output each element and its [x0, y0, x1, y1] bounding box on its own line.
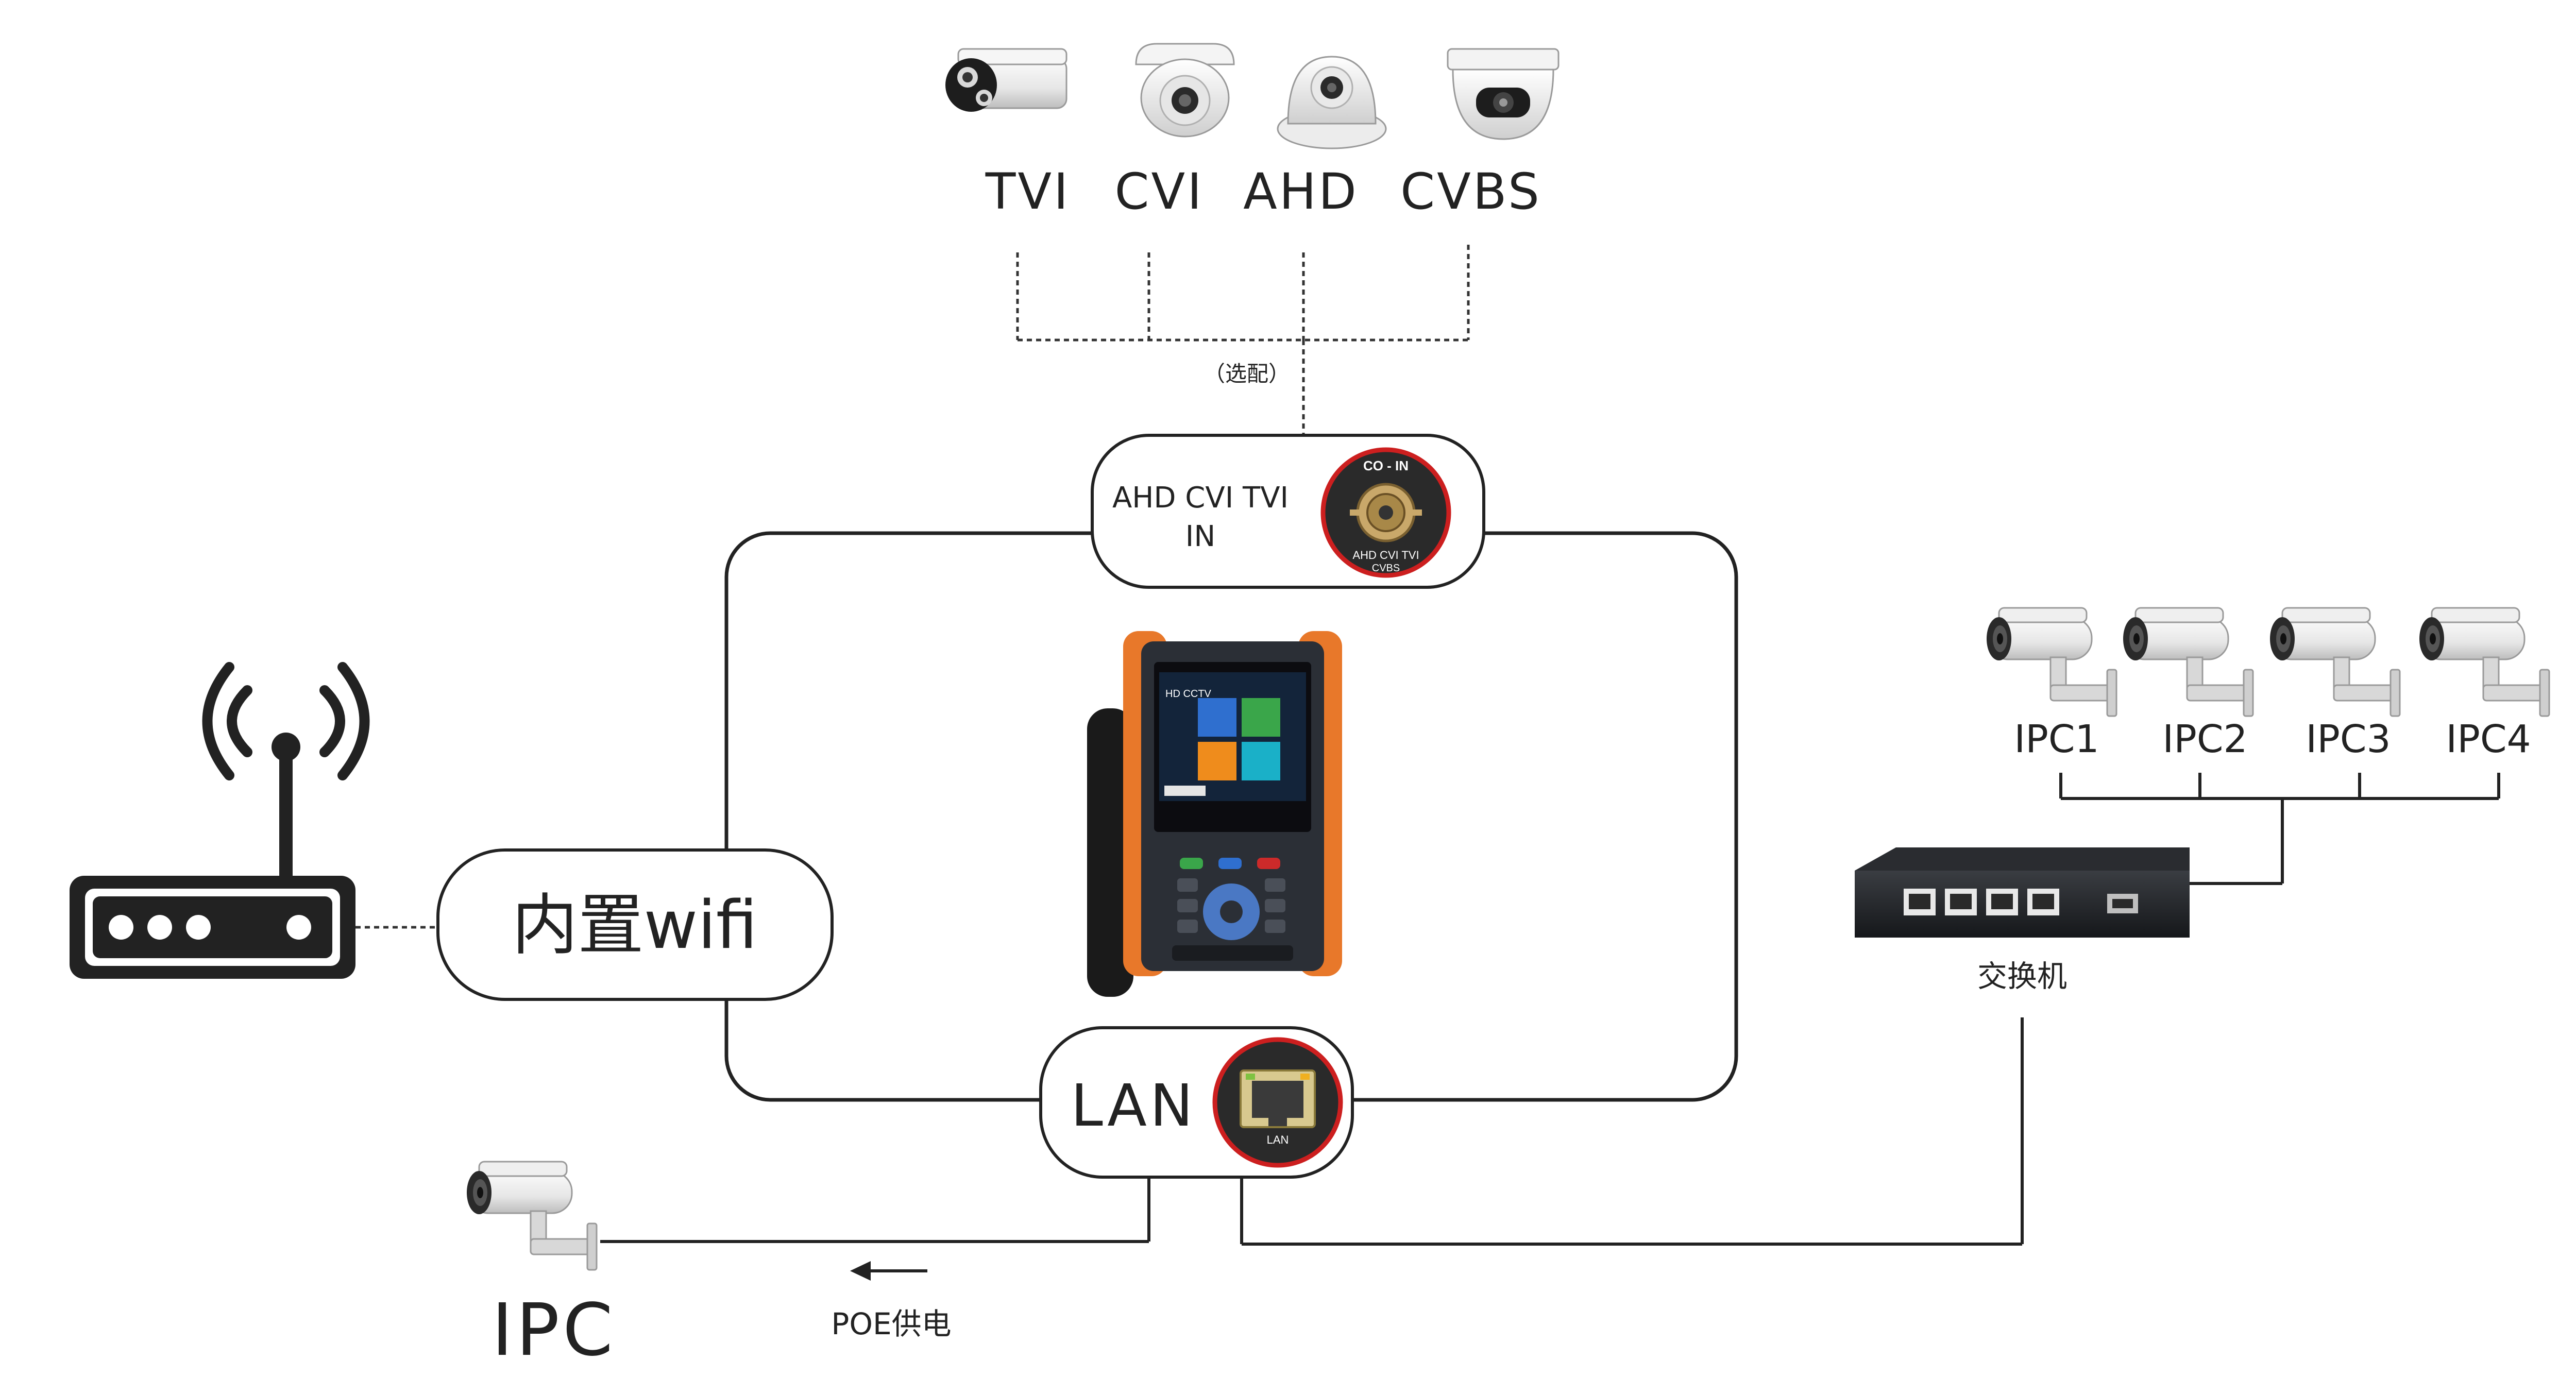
turret-camera-icon	[1447, 48, 1560, 140]
signal-label-ahd: AHD	[1243, 163, 1359, 220]
lan-label: LAN	[1071, 1073, 1196, 1140]
ethernet-icon-text: LAN	[1267, 1133, 1289, 1146]
network-switch-icon	[1855, 847, 2190, 938]
wifi-label: 内置wifi	[512, 887, 758, 964]
wifi-callout: 内置wifi	[436, 848, 834, 1001]
signal-label-cvi: CVI	[1114, 163, 1204, 220]
dome-camera-icon	[1277, 56, 1387, 149]
ipc-camera-2-icon	[2122, 607, 2254, 717]
dome-camera-icon	[1135, 43, 1235, 138]
bnc-icon-bottom-text: AHD CVI TVI	[1352, 549, 1419, 562]
bnc-input-callout: AHD CVI TVI IN CO - IN AHD CVI TVI CVBS	[1091, 434, 1485, 589]
ipc-label-2: IPC2	[2162, 717, 2247, 761]
poe-direction-arrow-icon	[850, 1261, 927, 1281]
device-screen-title: HD CCTV	[1165, 688, 1212, 700]
ipc-bus-lines	[2059, 773, 2500, 885]
ipc-label-1: IPC1	[2014, 717, 2099, 761]
switch-to-lan-line	[1240, 1017, 2024, 1246]
ipc-camera-3-icon	[2269, 607, 2401, 717]
cctv-tester-device: HD CCTV	[1087, 631, 1342, 997]
lan-callout: LAN LAN	[1039, 1026, 1354, 1179]
optional-note: （选配）	[1204, 361, 1290, 386]
poe-ipc-camera-icon	[466, 1161, 598, 1271]
ipc-camera-4-icon	[2418, 607, 2550, 717]
ipc-label-3: IPC3	[2306, 717, 2391, 761]
poe-power-label: POE供电	[831, 1306, 951, 1341]
ipc-label-4: IPC4	[2446, 717, 2531, 761]
bnc-connector-icon: CO - IN AHD CVI TVI CVBS	[1320, 447, 1451, 578]
signal-label-tvi: TVI	[985, 163, 1071, 220]
switch-label: 交换机	[1977, 959, 2067, 994]
bnc-input-label: AHD CVI TVI	[1112, 481, 1289, 515]
ethernet-port-icon: LAN	[1212, 1037, 1343, 1168]
bnc-input-label-in: IN	[1185, 520, 1215, 553]
bnc-icon-bottom-text2: CVBS	[1372, 563, 1400, 574]
bullet-camera-icon	[945, 48, 1067, 112]
poe-ipc-label: IPC	[492, 1288, 616, 1372]
optional-connection-lines	[1016, 245, 1470, 435]
poe-connection-line	[600, 1177, 1150, 1243]
router-icon	[70, 662, 370, 979]
bnc-icon-top-text: CO - IN	[1363, 458, 1409, 473]
signal-label-cvbs: CVBS	[1400, 163, 1541, 220]
ipc-camera-1-icon	[1986, 607, 2117, 717]
